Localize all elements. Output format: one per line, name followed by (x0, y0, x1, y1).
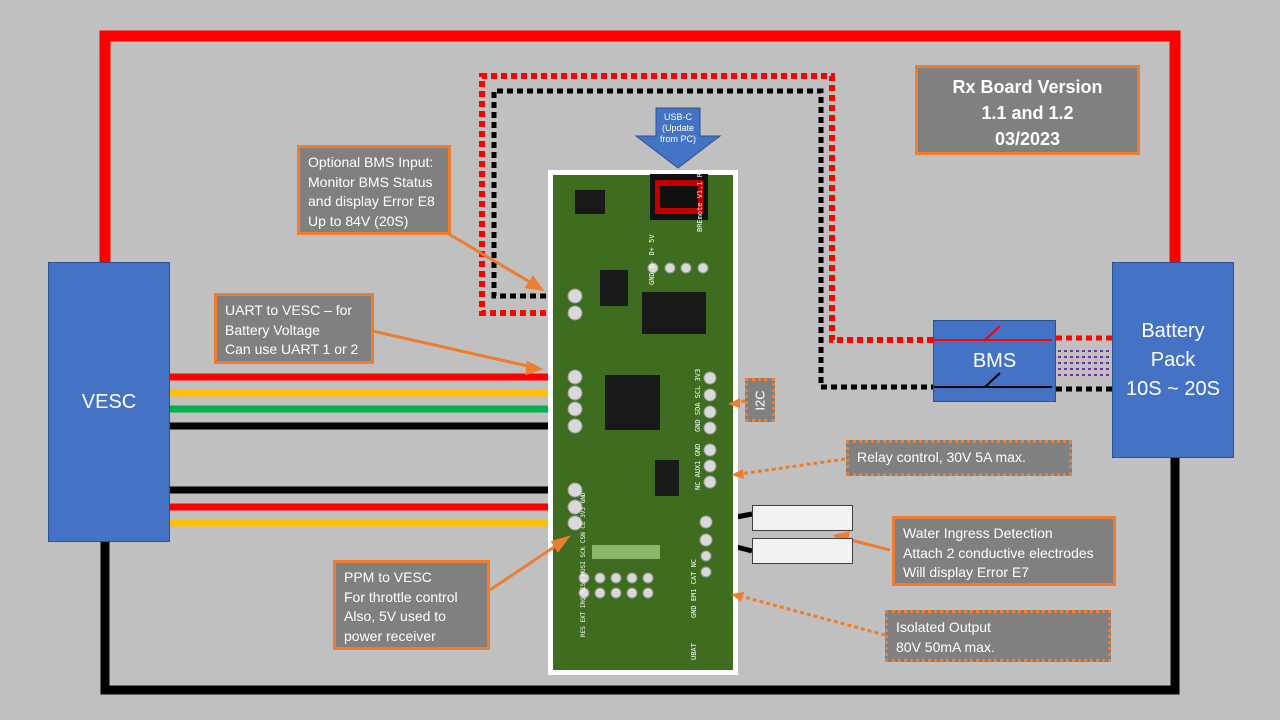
pcb-pins-water: GND EM1 CAT NC (690, 558, 698, 618)
i2c-label: I2C (752, 389, 768, 411)
ppm-note: PPM to VESC For throttle control Also, 5… (333, 560, 490, 650)
uart-note: UART to VESC – for Battery Voltage Can u… (214, 293, 374, 364)
bms-input-note: Optional BMS Input: Monitor BMS Status a… (297, 145, 451, 235)
battery-label: Battery Pack 10S ~ 20S (1126, 319, 1220, 400)
pcb-pads (567, 262, 717, 599)
pcb-details (575, 174, 708, 559)
vesc-label: VESC (81, 390, 137, 413)
usb-arrow (634, 107, 722, 169)
water-ingress-note: Water Ingress Detection Attach 2 conduct… (892, 516, 1116, 586)
bms-balance-leads (1058, 350, 1112, 376)
vesc-box: VESC (48, 262, 170, 542)
main-red-wire (99, 30, 1181, 262)
board-version-title: Rx Board Version 1.1 and 1.2 03/2023 (915, 65, 1140, 155)
bms-red-dashed-wire (479, 73, 933, 343)
battery-pack-box: Battery Pack 10S ~ 20S (1112, 262, 1234, 458)
water-electrode-2 (752, 538, 853, 564)
usb-c-label: USB-C (Update from PC) (660, 112, 696, 144)
bms-box: BMS (933, 320, 1056, 402)
pcb-silk-title: BREmote V1.1 Rx (696, 168, 704, 232)
annotation-arrows (367, 228, 891, 592)
pcb-ubat-label: UBAT (690, 643, 698, 660)
pcb-pins-i2c: GND SDA SCL 3V3 (694, 368, 702, 432)
water-electrode-1 (752, 505, 853, 531)
pcb-pins-usb: GND D- D+ 5V (648, 234, 656, 285)
i2c-box: I2C (745, 378, 775, 422)
pcb-pins-relay: NC AUX1 GND (694, 443, 702, 490)
bms-label: BMS (972, 349, 1017, 372)
bms-black-dashed-wire (491, 88, 933, 390)
main-black-wire (100, 458, 1180, 695)
relay-note: Relay control, 30V 5A max. (846, 440, 1072, 476)
pcb-pins-bottom: RES EXT IRQ MISO MOSI SCK CSN CE 3V3 GND (580, 492, 587, 638)
isolated-output-note: Isolated Output 80V 50mA max. (885, 610, 1111, 662)
